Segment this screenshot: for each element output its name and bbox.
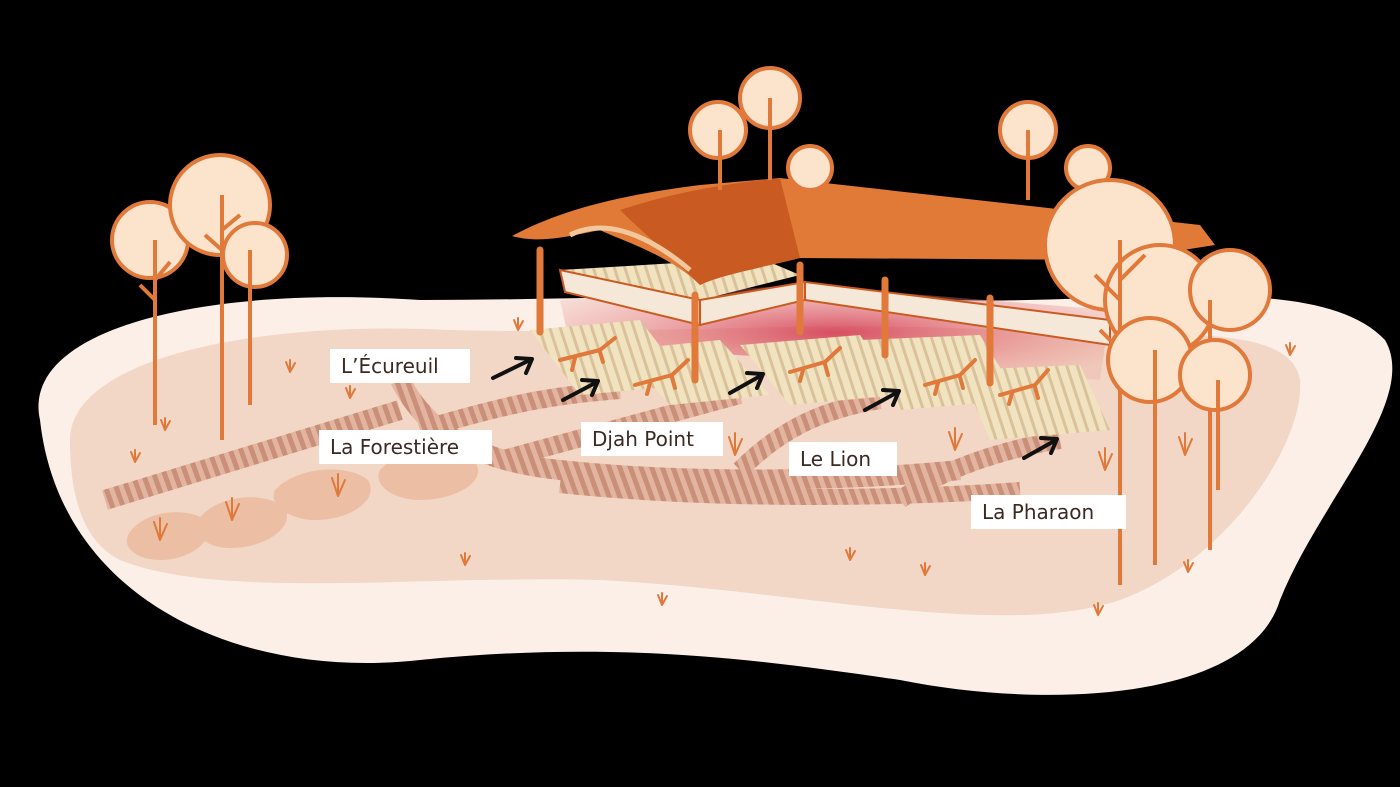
garden-bed [126,512,209,560]
garden-bed [196,497,287,548]
label-djah-point: Djah Point [581,422,723,456]
arrow-icon [863,388,901,412]
grass-tufts [130,317,1296,616]
balcony-rail [558,268,701,327]
tree [738,66,802,180]
label-la-forestiere: La Forestière [319,430,492,464]
label-le-lion: Le Lion [789,442,897,476]
arrow-icon [728,371,765,395]
arrow-icon [491,356,534,380]
label-la-pharaon: La Pharaon [971,495,1126,529]
arrow-icon [561,378,600,402]
deck [960,365,1110,440]
tree [786,144,834,192]
roof-shade [620,178,800,285]
arrows [491,356,1059,460]
label-lecureuil: L’Écureuil [330,349,470,383]
walkway [733,391,882,477]
trees [110,66,1272,585]
arrow-icon [1022,436,1059,460]
tree [688,100,748,190]
tree [1178,338,1252,490]
tree [168,153,289,440]
sun-loungers [558,336,1050,406]
garden-bed [273,469,371,520]
walkway [102,400,403,510]
tree [998,100,1058,200]
deck [740,335,900,405]
roof-arch [568,225,692,272]
walkway [559,477,1021,505]
